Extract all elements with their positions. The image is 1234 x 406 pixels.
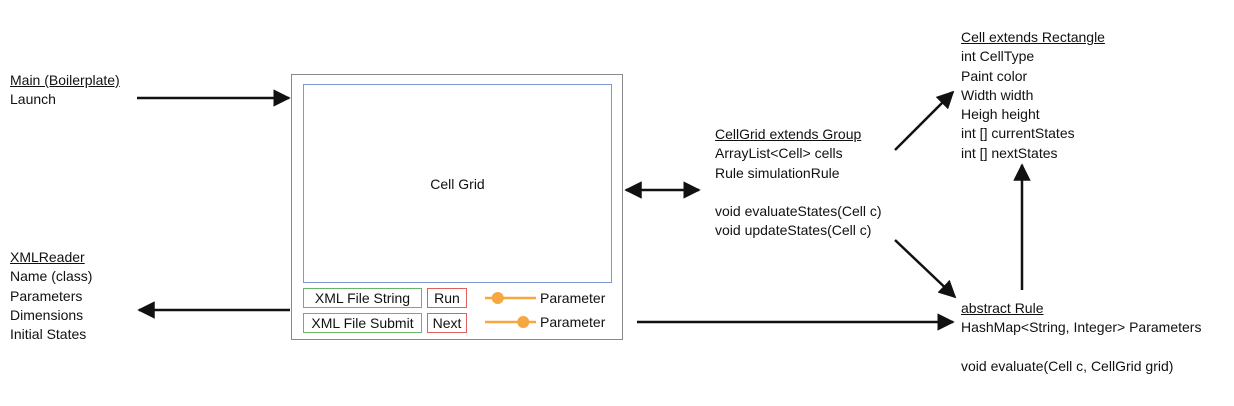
slider-1-knob[interactable] — [491, 292, 504, 304]
xml-file-string-field[interactable]: XML File String — [303, 288, 422, 308]
main-class-title: Main (Boilerplate) — [10, 72, 120, 88]
cellgrid-class-title: CellGrid extends Group — [715, 126, 862, 142]
slider-2-knob[interactable] — [517, 316, 530, 328]
main-class-box: Main (Boilerplate) Launch — [10, 71, 120, 110]
cell-line: int [] currentStates — [961, 125, 1075, 142]
cellgrid-line: ArrayList<Cell> cells — [715, 145, 843, 162]
next-label: Next — [432, 315, 462, 331]
rule-class-box: abstract Rule HashMap<String, Integer> P… — [961, 299, 1201, 376]
cell-class-box: Cell extends Rectangle int CellType Pain… — [961, 28, 1105, 163]
xmlreader-class-title: XMLReader — [10, 249, 85, 265]
xmlreader-line: Parameters — [10, 287, 83, 304]
xml-file-string-label: XML File String — [314, 290, 411, 306]
cell-line: Paint color — [961, 67, 1028, 84]
rule-line: HashMap<String, Integer> Parameters — [961, 319, 1202, 336]
xmlreader-line: Name (class) — [10, 268, 93, 285]
rule-class-title: abstract Rule — [961, 300, 1044, 316]
xmlreader-line: Dimensions — [10, 306, 84, 323]
run-label: Run — [434, 290, 460, 306]
cell-line: Width width — [961, 86, 1034, 103]
next-button[interactable]: Next — [427, 313, 467, 333]
cellgrid-line: Rule simulationRule — [715, 164, 840, 181]
rule-spacer — [961, 338, 1201, 357]
parameter-sliders — [485, 292, 536, 328]
xmlreader-class-box: XMLReader Name (class) Parameters Dimens… — [10, 248, 92, 344]
cellgrid-spacer — [715, 183, 882, 202]
main-class-line: Launch — [10, 91, 56, 108]
cellgrid-line: void updateStates(Cell c) — [715, 222, 872, 239]
cellgrid-class-box: CellGrid extends Group ArrayList<Cell> c… — [715, 125, 882, 241]
xml-file-submit-button[interactable]: XML File Submit — [303, 313, 422, 333]
arrow-cellgrid-to-cell — [894, 90, 955, 151]
cell-line: int CellType — [961, 48, 1035, 65]
cell-grid-area: Cell Grid — [303, 84, 612, 283]
run-button[interactable]: Run — [427, 288, 467, 308]
cell-line: int [] nextStates — [961, 144, 1058, 161]
cell-class-title: Cell extends Rectangle — [961, 29, 1105, 45]
xmlreader-line: Initial States — [10, 326, 87, 343]
cell-line: Heigh height — [961, 106, 1040, 123]
ui-window-frame — [291, 74, 623, 340]
arrow-cellgrid-to-rule — [894, 239, 957, 299]
xml-file-submit-label: XML File Submit — [311, 315, 414, 331]
parameter-1-label: Parameter — [540, 290, 606, 306]
parameter-2-label: Parameter — [540, 314, 606, 330]
cell-grid-label: Cell Grid — [430, 175, 485, 192]
rule-line: void evaluate(Cell c, CellGrid grid) — [961, 357, 1174, 374]
cellgrid-line: void evaluateStates(Cell c) — [715, 203, 882, 220]
